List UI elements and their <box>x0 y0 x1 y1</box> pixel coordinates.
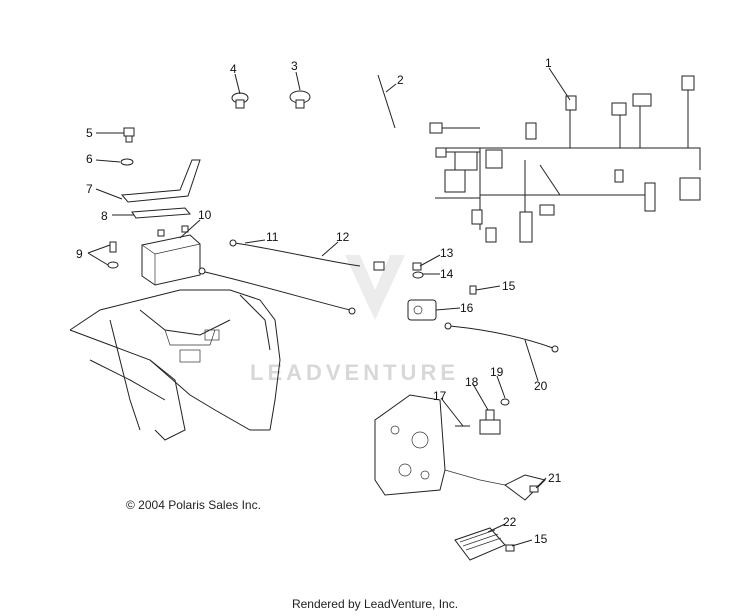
watermark-text: LEADVENTURE <box>250 360 459 385</box>
callout-15-regulator: 15 <box>534 532 548 546</box>
nut[interactable] <box>412 262 422 271</box>
callout-11: 11 <box>266 230 279 244</box>
leader-lines <box>87 67 571 547</box>
wiring-harness[interactable] <box>429 75 701 243</box>
ground-cable[interactable] <box>444 322 559 353</box>
battery-bracket[interactable] <box>120 159 201 203</box>
callout-3: 3 <box>291 59 298 73</box>
callout-18: 18 <box>465 375 479 389</box>
grommet-small[interactable] <box>231 92 249 109</box>
callout-17: 17 <box>433 389 447 403</box>
callout-2: 2 <box>397 73 404 87</box>
callout-8: 8 <box>101 209 108 223</box>
callout-22: 22 <box>503 515 517 529</box>
callout-19: 19 <box>490 365 504 379</box>
bolt[interactable] <box>123 127 135 143</box>
harness-tie-rod[interactable] <box>377 74 396 129</box>
cdi-module[interactable] <box>504 474 546 501</box>
battery-cable-short[interactable] <box>229 239 385 271</box>
callout-6: 6 <box>86 152 93 166</box>
callout-12: 12 <box>336 230 350 244</box>
electrical-plate <box>374 394 506 496</box>
callout-14: 14 <box>440 267 454 281</box>
watermark: LEADVENTURE <box>250 255 459 385</box>
callout-1: 1 <box>545 56 552 70</box>
solenoid[interactable] <box>407 299 437 321</box>
callout-21: 21 <box>548 471 562 485</box>
callout-5: 5 <box>86 126 93 140</box>
render-credit: Rendered by LeadVenture, Inc. <box>291 597 459 611</box>
battery-pad[interactable] <box>131 207 192 219</box>
washer-small[interactable] <box>412 271 424 279</box>
washer[interactable] <box>120 158 134 166</box>
voltage-regulator[interactable] <box>454 527 506 561</box>
battery[interactable] <box>141 225 201 286</box>
screw[interactable] <box>469 285 477 295</box>
nut-small[interactable] <box>500 398 510 406</box>
callout-7: 7 <box>86 182 93 196</box>
battery-cable-long[interactable] <box>198 267 356 315</box>
callout-16: 16 <box>460 301 474 315</box>
battery-screw[interactable] <box>107 241 119 269</box>
callout-13: 13 <box>440 246 454 260</box>
callouts: 1 2 3 4 5 6 7 8 9 10 11 12 13 14 15 16 1… <box>76 56 562 546</box>
grommet-large[interactable] <box>289 90 311 109</box>
regulator-screw[interactable] <box>505 544 515 552</box>
callout-20: 20 <box>534 379 548 393</box>
copyright-notice: © 2004 Polaris Sales Inc. <box>126 498 261 512</box>
callout-15: 15 <box>502 279 516 293</box>
callout-10: 10 <box>198 208 212 222</box>
callout-4: 4 <box>230 62 237 76</box>
frame <box>69 289 281 441</box>
relay[interactable] <box>479 409 501 435</box>
callout-9: 9 <box>76 247 83 261</box>
